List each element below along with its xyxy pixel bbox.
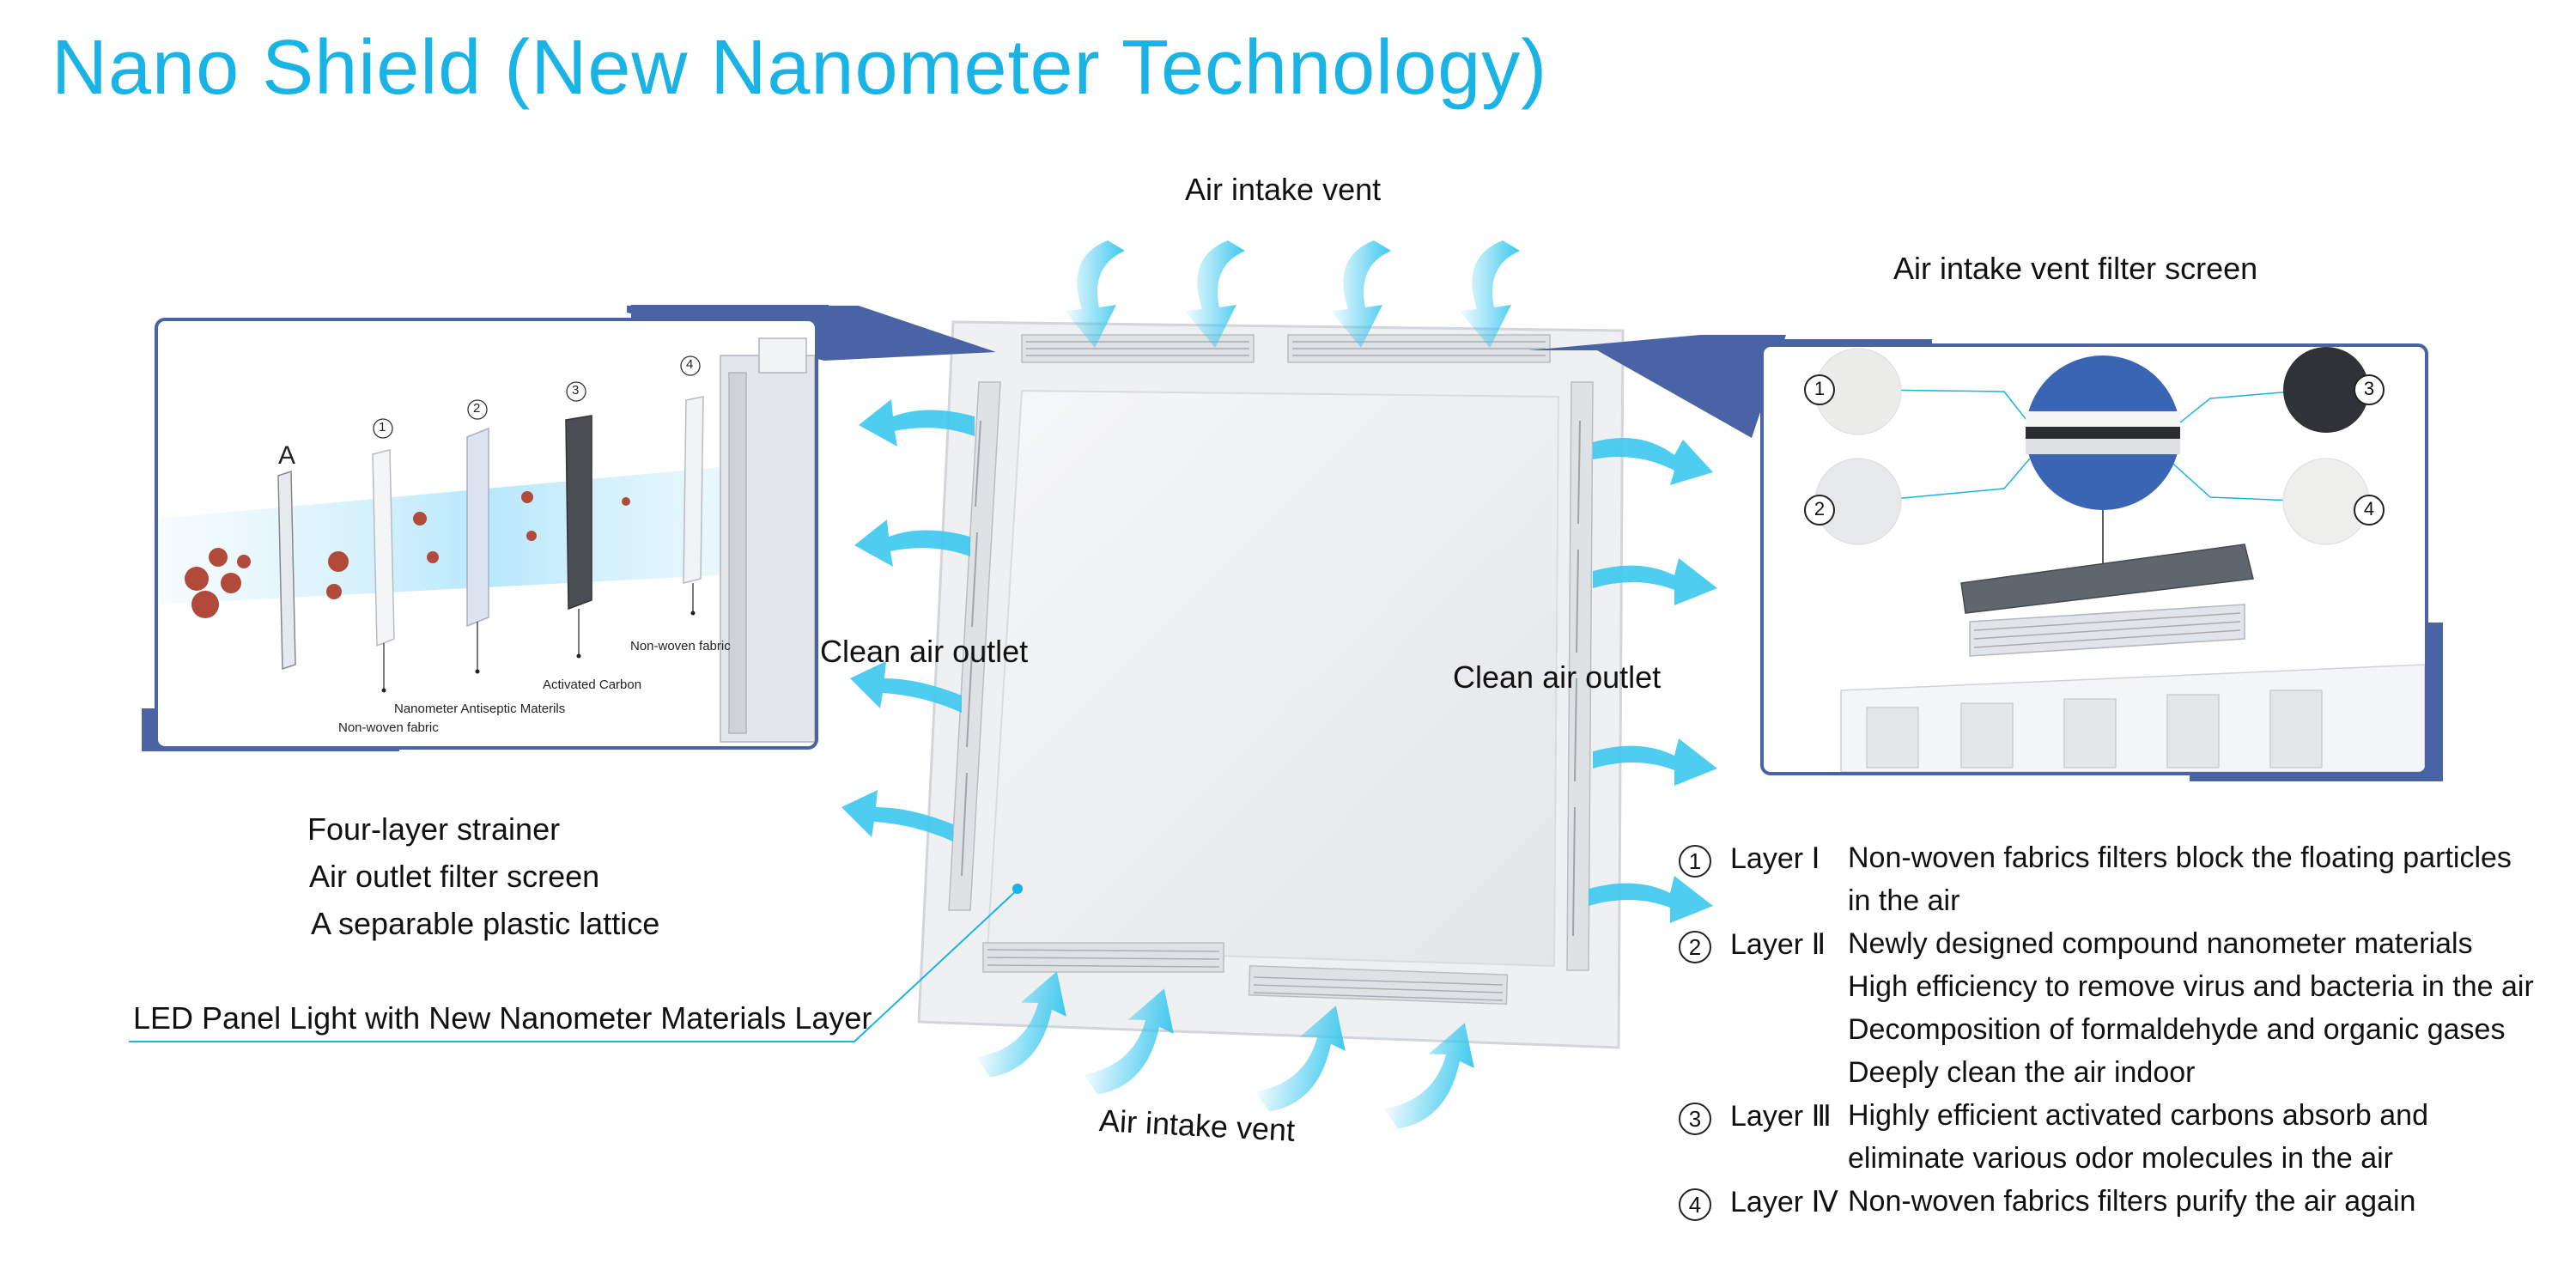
right-num-2: 2 [1814, 498, 1826, 519]
layer-2-number: 2 [1679, 931, 1711, 963]
layer-3-name: Layer Ⅲ [1730, 1100, 1832, 1133]
frame-a [277, 470, 296, 671]
layer-1-name: Layer Ⅰ [1730, 842, 1820, 875]
callout-nano: Nanometer Antiseptic Materils [394, 702, 566, 716]
layer-3-line-1: Highly efficient activated carbons absor… [1848, 1099, 2428, 1132]
left-vent [948, 381, 1001, 911]
layer-2-line-4: Deeply clean the air indoor [1848, 1056, 2196, 1089]
layer-3-number: 3 [1679, 1103, 1711, 1135]
panel-caption: LED Panel Light with New Nanometer Mater… [133, 1000, 872, 1036]
clean-air-arrows-left [841, 399, 975, 841]
layer-3-carbon [565, 415, 592, 611]
label-air-intake-top: Air intake vent [1185, 172, 1382, 207]
strainer-item-3: A separable plastic lattice [311, 906, 660, 941]
inset-num-4: 4 [686, 357, 694, 372]
layer-2-line-3: Decomposition of formaldehyde and organi… [1848, 1013, 2506, 1046]
inset-num-1: 1 [379, 420, 386, 434]
page-title: Nano Shield (New Nanometer Technology) [52, 25, 1548, 111]
filter-layers-illustration [158, 337, 815, 743]
right-num-4: 4 [2363, 498, 2375, 519]
clean-air-arrows-right [1589, 438, 1717, 923]
led-panel-face [986, 389, 1560, 968]
callout-non-woven-4: Non-woven fabric [630, 639, 731, 653]
layer-1-line-2: in the air [1848, 884, 1960, 917]
label-intake-filter-screen: Air intake vent filter screen [1893, 251, 2258, 286]
layer-2-name: Layer Ⅱ [1730, 928, 1826, 961]
strainer-item-1: Four-layer strainer [307, 811, 561, 847]
label-clean-air-left: Clean air outlet [820, 634, 1029, 669]
layer-4-number: 4 [1679, 1188, 1711, 1221]
layer-2-line-1: Newly designed compound nanometer materi… [1848, 927, 2473, 960]
intake-filter-illustration [1804, 347, 2425, 772]
filter-strip [1960, 544, 2254, 614]
layer-1-line-1: Non-woven fabrics filters block the floa… [1848, 841, 2512, 874]
layer-3-line-2: eliminate various odor molecules in the … [1848, 1142, 2393, 1175]
panel-illustration [841, 240, 1717, 1129]
plastic-lattice [720, 337, 815, 743]
layer-1-number: 1 [1679, 845, 1711, 878]
air-intake-arrows-top [1065, 240, 1520, 348]
layer-4-fabric [683, 396, 704, 584]
right-num-3: 3 [2363, 378, 2375, 399]
label-clean-air-right: Clean air outlet [1453, 659, 1662, 695]
strainer-item-2: Air outlet filter screen [309, 859, 600, 894]
layer-2-nano [466, 427, 489, 628]
layer-2-line-2: High efficiency to remove virus and bact… [1848, 970, 2534, 1003]
layer-1-fabric [372, 449, 395, 647]
right-inset-intake-filter: 1 2 3 4 [1760, 343, 2428, 775]
air-intake-arrows-bottom [976, 971, 1474, 1129]
swatch-4-fabric [2282, 458, 2370, 545]
right-vent [1566, 381, 1594, 971]
swatch-3-carbon [2283, 347, 2369, 433]
inset-num-3: 3 [572, 383, 580, 398]
virus-particles [185, 491, 630, 618]
layer-4-line-1: Non-woven fabrics filters purify the air… [1848, 1185, 2416, 1218]
callout-carbon: Activated Carbon [543, 677, 642, 692]
inset-num-2: 2 [473, 401, 481, 416]
layer-4-name: Layer Ⅳ [1730, 1186, 1838, 1218]
caption-leader-line [129, 889, 1018, 1042]
right-num-1: 1 [1814, 378, 1826, 399]
left-inset-filter-layers: A 1 2 3 4 Non-woven fabric Nanometer Ant… [155, 318, 818, 750]
callout-non-woven-1: Non-woven fabric [338, 720, 439, 735]
vent-grille [1969, 604, 2245, 657]
frame-a-letter: A [278, 441, 296, 470]
